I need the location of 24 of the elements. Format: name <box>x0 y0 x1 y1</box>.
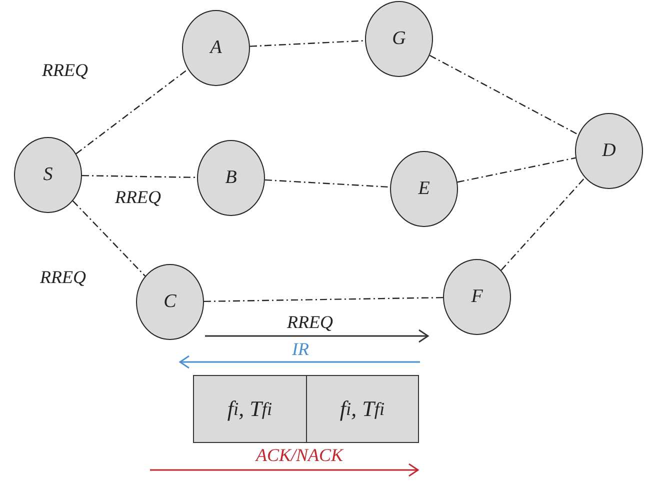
message-label: ACK/NACK <box>256 445 344 466</box>
link-line <box>76 68 188 154</box>
message-label: RREQ <box>40 267 86 288</box>
link-line <box>457 157 576 183</box>
link-line <box>429 54 579 136</box>
packet-box <box>193 375 419 443</box>
node-circle: E <box>390 151 458 227</box>
node-circle: G <box>365 1 433 77</box>
link-line <box>204 296 444 302</box>
link-line <box>264 179 390 188</box>
message-label: RREQ <box>42 60 88 81</box>
node-circle: F <box>443 259 511 335</box>
node-circle: B <box>197 140 265 216</box>
link-line <box>500 177 586 271</box>
node-circle: C <box>136 264 204 340</box>
node-circle: S <box>14 137 82 213</box>
message-label: RREQ <box>115 187 161 208</box>
link-line <box>82 174 198 178</box>
link-line <box>72 200 146 277</box>
node-circle: D <box>575 113 643 189</box>
link-line <box>250 40 366 47</box>
node-circle: A <box>182 10 250 86</box>
message-label: RREQ <box>287 312 333 333</box>
message-label: IR <box>292 339 309 360</box>
